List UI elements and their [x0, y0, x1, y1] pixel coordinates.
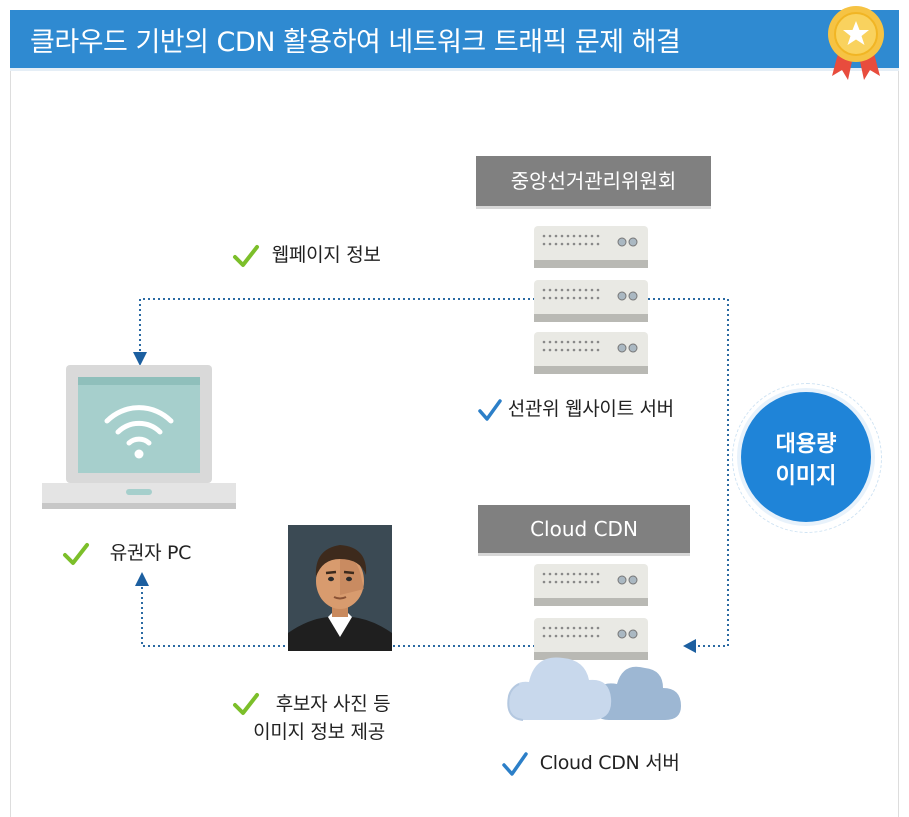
user-pc-text: 유권자 PC: [109, 542, 192, 564]
cdn-server-icon: [507, 564, 681, 721]
arrow-left-icon: [683, 639, 696, 653]
images-info-line1: 후보자 사진 등: [275, 693, 391, 715]
images-info-line2: 이미지 정보 제공: [253, 721, 385, 743]
frame-right-border: [898, 71, 899, 817]
checkmark-icon: [233, 244, 259, 267]
checkmark-icon: [233, 693, 259, 715]
checkmark-icon: [63, 542, 89, 565]
arrow-down-icon: [133, 352, 147, 366]
webpage-info-text: 웹페이지 정보: [271, 244, 381, 266]
badge-ring: [732, 383, 882, 533]
nec-server-caption-text: 선관위 웹사이트 서버: [507, 398, 674, 420]
badge-line2: 이미지: [775, 464, 837, 489]
cdn-server-caption: Cloud CDN 서버: [502, 748, 680, 776]
wifi-laptop-icon: [42, 365, 236, 509]
images-info-caption: 후보자 사진 등 이미지 정보 제공: [232, 690, 391, 746]
checkmark-icon: [502, 751, 528, 776]
badge-line1: 대용량: [775, 432, 837, 457]
checkmark-icon: [478, 398, 502, 421]
cdn-server-caption-text: Cloud CDN 서버: [539, 752, 680, 774]
arrow-up-icon: [135, 572, 149, 586]
header-bar: 클라우드 기반의 CDN 활용하여 네트워크 트래픽 문제 해결: [10, 10, 899, 68]
nec-server-caption: 선관위 웹사이트 서버: [478, 394, 674, 421]
frame-left-border: [10, 71, 11, 817]
star-medal-icon: [828, 6, 884, 80]
page-title: 클라우드 기반의 CDN 활용하여 네트워크 트래픽 문제 해결: [30, 27, 681, 58]
user-pc-caption: 유권자 PC: [62, 538, 191, 566]
large-image-badge: 대용량 이미지: [741, 392, 871, 522]
cloud-icon: [507, 657, 681, 721]
cdn-label: Cloud CDN: [478, 505, 690, 556]
webpage-info-caption: 웹페이지 정보: [232, 240, 381, 268]
header-divider: [10, 68, 899, 71]
server-rack-icon: [534, 226, 648, 374]
nec-label: 중앙선거관리위원회: [476, 156, 711, 209]
candidate-portrait-icon: [288, 525, 392, 651]
